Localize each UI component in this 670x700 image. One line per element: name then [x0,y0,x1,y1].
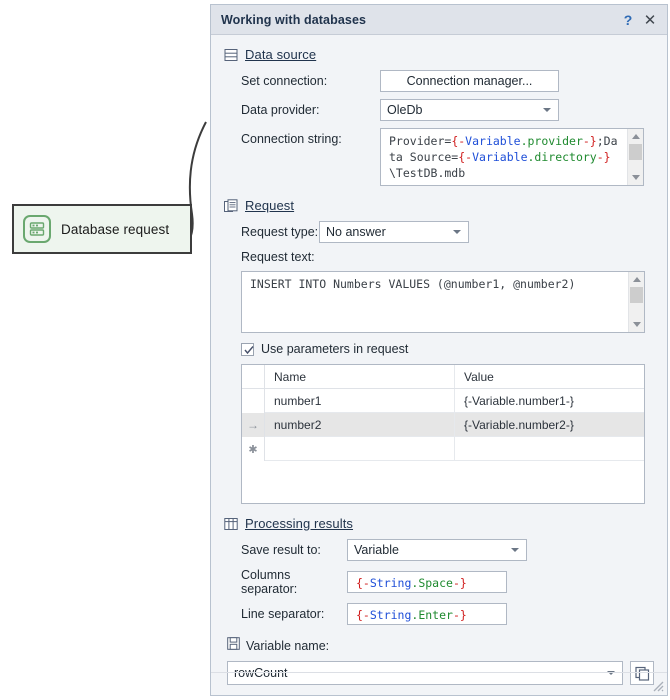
row-data-provider: Data provider: OleDb [224,99,654,121]
save-result-select[interactable]: Variable [347,539,527,561]
row-request-type: Request type: No answer [224,221,654,243]
new-row-asterisk-icon[interactable]: ✱ [242,437,265,461]
section-title-request: Request [245,198,295,213]
cell-name[interactable] [265,437,455,461]
checkbox-box[interactable] [241,342,254,356]
table-row[interactable]: number1 {-Variable.number1-} [242,389,644,413]
row-selector-header [242,365,265,388]
columns-separator-input[interactable]: {-String.Space-} [347,571,507,593]
request-type-value: No answer [326,225,386,239]
table-row[interactable]: → number2 {-Variable.number2-} [242,413,644,437]
section-header-data-source: Data source [224,47,654,62]
label-data-provider: Data provider: [241,103,320,117]
columns-separator-value: {-String.Space-} [356,576,467,590]
connection-string-input[interactable]: Provider={-Variable.provider-};Data Sour… [380,128,644,186]
column-header-value[interactable]: Value [464,369,494,384]
column-header-name[interactable]: Name [265,365,455,388]
request-text-value: INSERT INTO Numbers VALUES (@number1, @n… [250,277,576,291]
line-separator-input[interactable]: {-String.Enter-} [347,603,507,625]
label-connection-string: Connection string: [241,132,342,146]
row-connection-string: Connection string: Provider={-Variable.p… [224,128,654,186]
request-text-scrollbar[interactable] [628,272,644,332]
label-save-result-to: Save result to: [241,543,321,557]
parameters-table[interactable]: Name Value number1 {-Variable.number1-} … [241,364,645,504]
variable-name-header: Variable name: [227,637,654,655]
node-database-request[interactable]: Database request [12,204,192,254]
scroll-down-icon[interactable] [629,317,644,332]
database-icon [23,215,51,243]
help-icon[interactable]: ? [623,11,633,28]
variable-name-value: rowCount [234,666,288,680]
chevron-down-icon [543,108,551,112]
dialog-title: Working with databases [221,12,367,27]
chevron-down-icon [453,230,461,234]
table-new-row[interactable]: ✱ [242,437,644,461]
variable-name-label: Variable name: [246,639,330,653]
section-header-processing-results: Processing results [224,516,654,531]
use-parameters-checkbox[interactable]: Use parameters in request [224,342,654,356]
save-floppy-icon [227,637,240,655]
scroll-down-icon[interactable] [628,170,643,185]
workflow-canvas[interactable]: Database request [0,0,210,700]
variable-name-select[interactable]: rowCount [227,661,623,685]
use-parameters-label: Use parameters in request [261,342,409,356]
row-set-connection: Set connection: Connection manager... [224,70,654,92]
label-line-separator: Line separator: [241,607,325,621]
connection-string-scrollbar[interactable] [627,129,643,185]
section-header-request: Request [224,198,654,213]
variable-name-row: rowCount [227,661,654,685]
label-columns-separator: Columns separator: [241,568,298,596]
section-title-processing-results: Processing results [245,516,354,531]
resize-grip-icon[interactable] [650,678,664,692]
label-request-text: Request text: [241,250,315,264]
cell-value[interactable] [455,437,644,461]
label-request-type: Request type: [241,225,319,239]
connection-string-value: Provider={-Variable.provider-};Data Sour… [389,134,618,180]
cell-name[interactable]: number2 [265,413,455,437]
save-result-value: Variable [354,543,399,557]
section-title-data-source: Data source [245,47,317,62]
request-text-input[interactable]: INSERT INTO Numbers VALUES (@number1, @n… [241,271,645,333]
row-columns-separator: Columns separator: {-String.Space-} [224,568,654,596]
dialog-titlebar[interactable]: Working with databases ? ✕ [211,5,667,35]
footer-divider [211,672,667,673]
row-selector[interactable] [242,389,265,413]
line-separator-value: {-String.Enter-} [356,608,467,622]
dialog-body: Data source Set connection: Connection m… [211,35,667,695]
check-icon [244,345,254,354]
data-provider-select[interactable]: OleDb [380,99,559,121]
copy-icon [634,666,649,681]
data-provider-value: OleDb [387,103,423,117]
chevron-down-icon [607,671,615,675]
scroll-up-icon[interactable] [628,129,643,144]
label-set-connection: Set connection: [241,74,328,88]
chevron-down-icon [511,548,519,552]
table-header-row: Name Value [242,365,644,389]
cell-name[interactable]: number1 [265,389,455,413]
connection-manager-button[interactable]: Connection manager... [380,70,559,92]
dialog-working-with-databases: Working with databases ? ✕ Data source [210,4,668,696]
request-type-select[interactable]: No answer [319,221,469,243]
row-line-separator: Line separator: {-String.Enter-} [224,603,654,625]
grid-table-icon [224,517,238,531]
database-table-icon [224,48,238,62]
cell-value[interactable]: {-Variable.number2-} [455,413,644,437]
scroll-up-icon[interactable] [629,272,644,287]
request-document-icon [224,198,238,213]
cell-value[interactable]: {-Variable.number1-} [455,389,644,413]
node-label: Database request [61,221,170,237]
close-icon[interactable]: ✕ [643,11,657,29]
row-request-text-label: Request text: [224,250,654,264]
row-selector-arrow-icon[interactable]: → [242,413,265,437]
row-save-result-to: Save result to: Variable [224,539,654,561]
